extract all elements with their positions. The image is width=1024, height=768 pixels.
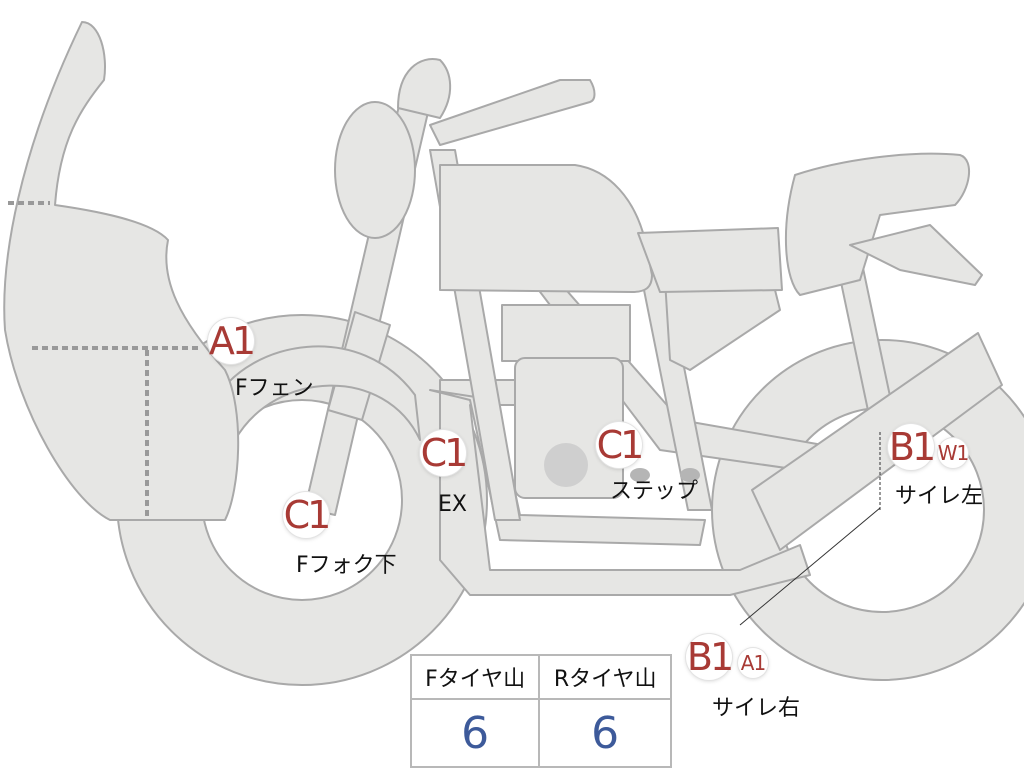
fuel-tank xyxy=(439,164,653,293)
front-tire-tread-header: Fタイヤ山 xyxy=(409,654,541,700)
handlebar xyxy=(429,79,596,146)
step-grade-badge: C1 xyxy=(596,422,644,468)
front-tire-tread-value: 6 xyxy=(409,698,541,768)
silencer-left-extra-badge: W1 xyxy=(938,438,969,468)
seat-front xyxy=(637,227,783,293)
silencer-right-label: サイレ右 xyxy=(712,696,801,721)
front-fender-grade-badge: A1 xyxy=(208,318,256,364)
silencer-right-grade-badge: B1 xyxy=(686,634,734,680)
exhaust-label: EX xyxy=(438,492,467,517)
step-label: ステップ xyxy=(610,479,699,504)
seat-rear xyxy=(784,152,971,296)
silencer xyxy=(751,332,1003,551)
front-fender-label: Fフェン xyxy=(235,376,314,401)
exhaust-grade-badge: C1 xyxy=(420,430,468,476)
headlight xyxy=(334,101,416,239)
silencer-left-label: サイレ左 xyxy=(895,484,984,509)
rear-tire-tread-value: 6 xyxy=(538,698,672,768)
silencer-right-extra-badge: A1 xyxy=(738,648,768,678)
fairing xyxy=(3,21,240,521)
front-fork-grade-badge: C1 xyxy=(283,492,331,538)
rear-tire-tread-header: Rタイヤ山 xyxy=(538,654,672,700)
front-fork-label: Fフォク下 xyxy=(296,553,397,578)
silencer-left-grade-badge: B1 xyxy=(888,424,936,470)
tire-tread-table: Fタイヤ山 Rタイヤ山 6 6 xyxy=(409,654,672,768)
engine-block xyxy=(501,304,631,362)
